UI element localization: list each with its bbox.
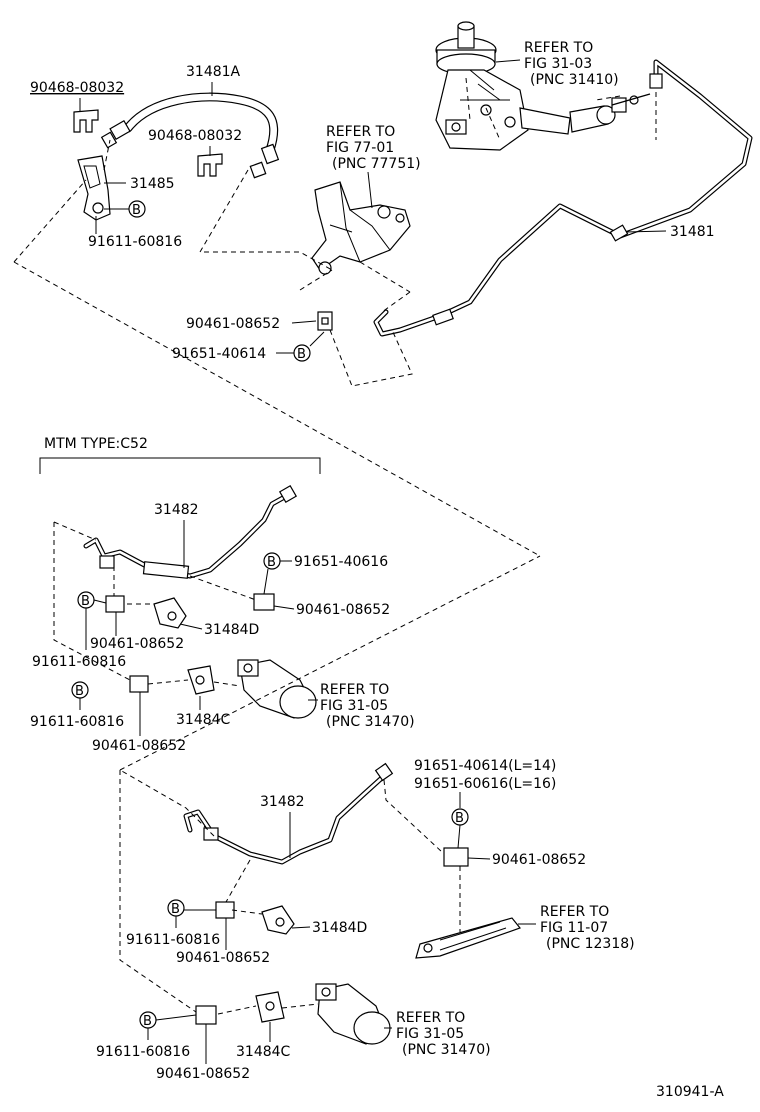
middle-leader-lines — [53, 521, 541, 1013]
refer-31-05-mid-line1: REFER TO — [320, 682, 389, 698]
refer-11-07-line1: REFER TO — [540, 904, 609, 920]
bracket-refer-11-07 — [415, 917, 521, 959]
refer-31-05-mid-line3: (PNC 31470) — [326, 714, 415, 730]
section-bracket — [39, 457, 321, 474]
bolt-letter-91611-bottom-a: B — [171, 902, 180, 917]
clamp-90461-top — [317, 311, 333, 331]
label-91651-40614-top: 91651-40614 — [172, 346, 266, 362]
bolt-letter-91611-middle-b: B — [75, 684, 84, 699]
label-31484C-bottom: 31484C — [236, 1044, 291, 1060]
label-90461-08652-bot-mid: 90461-08652 — [176, 950, 270, 966]
refer-31-05-bot-line1: REFER TO — [396, 1010, 465, 1026]
refer-77-line1: REFER TO — [326, 124, 395, 140]
clamp-90461-middle-bottom — [129, 675, 149, 693]
refer-77-line3: (PNC 77751) — [332, 156, 421, 172]
pipe-31481 — [373, 59, 753, 337]
clamp-90461-bottom-mid — [215, 901, 235, 919]
clamp-90461-bottom-bottom — [195, 1005, 217, 1025]
bracket-31485 — [77, 155, 111, 221]
bolt-symbol-91651-top — [293, 344, 311, 362]
label-31484D-bottom: 31484D — [312, 920, 367, 936]
clamp-90461-middle-left — [105, 595, 125, 613]
flexible-hose-31481A — [100, 92, 280, 179]
bolt-letter-91611-bottom-b: B — [143, 1014, 152, 1029]
label-91651-40616: 91651-40616 — [294, 554, 388, 570]
label-90461-08652-bot-right: 90461-08652 — [492, 852, 586, 868]
bracket-31484D-middle — [153, 597, 187, 629]
bolt-letter-91611-middle-a: B — [81, 594, 90, 609]
diagram-id: 310941-A — [656, 1084, 724, 1100]
refer-11-07-line3: (PNC 12318) — [546, 936, 635, 952]
label-91611-60816-bot-b: 91611-60816 — [96, 1044, 190, 1060]
label-31481A: 31481A — [186, 64, 241, 80]
label-90461-08652-mid-right: 90461-08652 — [296, 602, 390, 618]
bracket-31484D-bottom — [261, 905, 295, 935]
label-31485: 31485 — [130, 176, 175, 192]
bracket-31484C-middle — [187, 665, 215, 695]
bottom-leader-lines — [119, 769, 461, 1015]
label-90461-08652-top: 90461-08652 — [186, 316, 280, 332]
section-label-mtm-type: MTM TYPE:C52 — [44, 436, 148, 452]
label-31481: 31481 — [670, 224, 715, 240]
bolt-letter-91651-top: B — [297, 347, 306, 362]
label-31484D-middle: 31484D — [204, 622, 259, 638]
label-90468-08032-a: 90468-08032 — [30, 80, 124, 96]
bolt-letter-91651-middle: B — [267, 555, 276, 570]
master-cylinder-drawing — [435, 21, 651, 151]
label-31484C-middle: 31484C — [176, 712, 231, 728]
clamp-90461-bottom-right — [443, 847, 469, 867]
label-91651-40614-L14: 91651-40614(L=14) — [414, 758, 556, 774]
refer-31-03-line1: REFER TO — [524, 40, 593, 56]
release-cylinder-bottom — [315, 983, 391, 1045]
refer-11-07-line2: FIG 11-07 — [540, 920, 608, 936]
label-91651-60616-L16: 91651-60616(L=16) — [414, 776, 556, 792]
clip-90468-left — [73, 109, 99, 133]
label-91611-60816-mid-b: 91611-60816 — [30, 714, 124, 730]
bolt-letter-91651-bottom: B — [455, 811, 464, 826]
pedal-bracket-drawing — [311, 181, 411, 275]
label-90461-08652-mid-bottom: 90461-08652 — [92, 738, 186, 754]
refer-77-line2: FIG 77-01 — [326, 140, 394, 156]
release-cylinder-middle — [237, 659, 317, 719]
label-90468-08032-b: 90468-08032 — [148, 128, 242, 144]
clamp-90461-middle-right — [253, 593, 275, 611]
refer-31-05-bot-line2: FIG 31-05 — [396, 1026, 464, 1042]
label-31482-middle: 31482 — [154, 502, 199, 518]
refer-31-03-line2: FIG 31-03 — [524, 56, 592, 72]
bolt-letter-top: B — [132, 203, 141, 218]
pipe-31482-bottom — [183, 762, 394, 865]
label-91611-60816-bot-a: 91611-60816 — [126, 932, 220, 948]
top-leader-lines — [13, 77, 657, 557]
refer-31-05-bot-line3: (PNC 31470) — [402, 1042, 491, 1058]
label-31482-bottom: 31482 — [260, 794, 305, 810]
label-90461-08652-bot-bottom: 90461-08652 — [156, 1066, 250, 1082]
refer-31-03-line3: (PNC 31410) — [530, 72, 619, 88]
label-90461-08652-mid-left: 90461-08652 — [90, 636, 184, 652]
label-91611-60816-mid-a: 91611-60816 — [32, 654, 126, 670]
bracket-31484C-bottom — [255, 991, 285, 1023]
label-91611-60816-top: 91611-60816 — [88, 234, 182, 250]
clip-90468-right — [197, 153, 223, 177]
refer-31-05-mid-line2: FIG 31-05 — [320, 698, 388, 714]
